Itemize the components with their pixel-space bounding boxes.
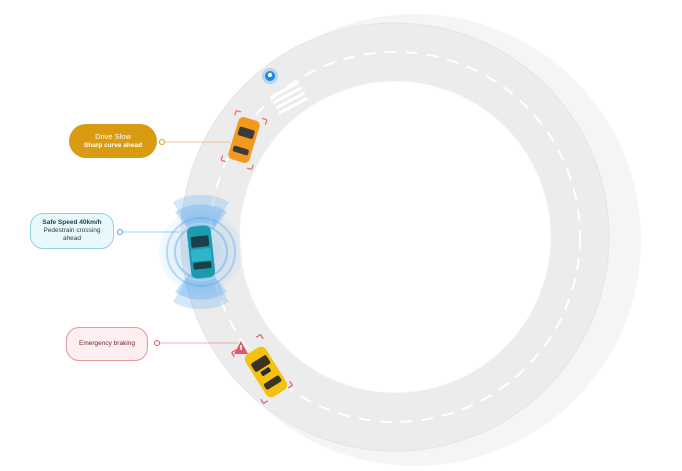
safe-speed-line3: ahead	[62, 235, 82, 243]
safe-speed-title: Safe Speed 40km/h	[42, 218, 102, 226]
teal-car	[186, 225, 216, 279]
drive-slow-subtitle: Sharp curve ahead	[83, 141, 143, 149]
warning-triangle-icon	[234, 341, 248, 354]
connector-safe-speed	[117, 229, 180, 235]
pedestrian-icon	[262, 68, 278, 84]
emergency-braking-title: Emergency braking	[79, 339, 135, 347]
orange-car	[220, 109, 268, 171]
safe-speed-callout: Safe Speed 40km/h Pedestrain crossing ah…	[30, 213, 114, 249]
safe-speed-line2: Pedestrain crossing	[43, 226, 101, 234]
connector-braking	[154, 340, 238, 346]
lane-marking	[209, 51, 581, 423]
emergency-braking-callout: Emergency braking	[66, 327, 148, 361]
taxi-car	[244, 346, 288, 398]
drive-slow-title: Drive Slow	[95, 132, 131, 142]
drive-slow-callout: Drive Slow Sharp curve ahead	[69, 124, 157, 158]
crosswalk	[269, 80, 309, 115]
connector-drive-slow	[159, 139, 230, 145]
